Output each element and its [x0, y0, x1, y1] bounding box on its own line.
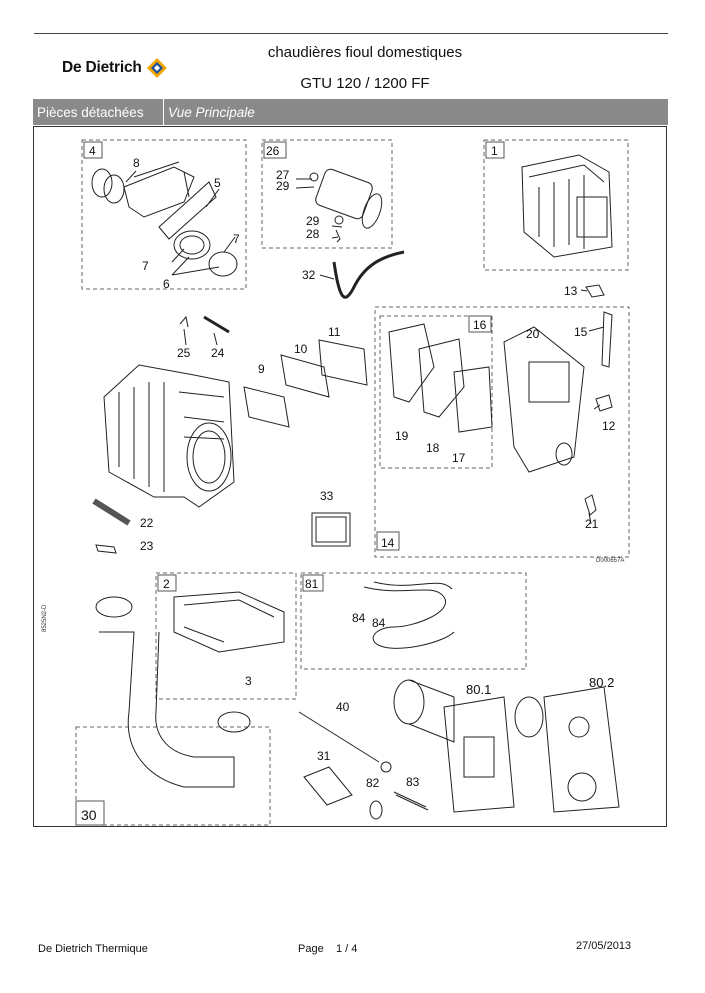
part-drawing-80-2 [514, 686, 620, 813]
part-drawing-16 [388, 323, 493, 433]
cards-9-10-11 [243, 339, 368, 428]
part-drawing-30 [95, 596, 251, 788]
part-drawing-80-1 [393, 679, 515, 813]
group-box-30-frame [75, 726, 271, 826]
part-label-18: 18 [426, 441, 440, 455]
part-label-20: 20 [526, 327, 540, 341]
part-label-7b: 7 [142, 259, 149, 273]
part-label-84b: 84 [372, 616, 386, 630]
part-drawing-21 [584, 494, 597, 516]
document-model: GTU 120 / 1200 FF [300, 75, 430, 92]
page-current: 1 [335, 943, 343, 955]
part-label-28: 28 [306, 227, 320, 241]
part-label-29b: 29 [306, 214, 320, 228]
part-drawing-2 [173, 591, 285, 653]
drawing-reference: D000657A [596, 558, 624, 564]
part-label-80-1: 80.1 [466, 682, 491, 697]
group-box-26 [261, 139, 393, 249]
part-label-22: 22 [140, 516, 154, 530]
exploded-parts-diagram: 4 26 1 16 14 2 81 30 8 5 7 7 6 27 29 29 … [33, 126, 667, 827]
footer-company: De Dietrich Thermique [38, 943, 148, 955]
side-reference: 8525N2-D [42, 604, 48, 632]
header-rule [34, 33, 668, 34]
group-label-1: 1 [491, 144, 498, 158]
footer-pagination: Page 1 / 4 [298, 943, 357, 955]
section-label: Pièces détachées [33, 99, 164, 125]
part-label-6: 6 [163, 277, 170, 291]
brand-logo: De Dietrich [62, 56, 168, 80]
part-label-21: 21 [585, 517, 599, 531]
part-drawing-15 [601, 311, 613, 368]
part-label-8: 8 [133, 156, 140, 170]
part-label-9: 9 [258, 362, 265, 376]
part-label-10: 10 [294, 342, 308, 356]
part-drawing-1 [521, 154, 613, 258]
group-box-16 [379, 315, 493, 469]
group-box-81 [300, 572, 527, 670]
brand-name: De Dietrich [62, 59, 142, 76]
group-box-2 [155, 572, 297, 700]
part-label-23: 23 [140, 539, 154, 553]
part-drawing-26 [309, 168, 383, 243]
group-box-14 [374, 306, 630, 558]
part-label-32: 32 [302, 268, 316, 282]
part-label-13: 13 [564, 284, 578, 298]
parts-drawing: 4 26 1 16 14 2 81 30 8 5 7 7 6 27 29 29 … [42, 139, 630, 826]
part-drawing-40 [298, 711, 380, 763]
part-label-3: 3 [245, 674, 252, 688]
group-boxes [75, 139, 630, 826]
section-bar: Pièces détachées Vue Principale [33, 99, 668, 125]
part-label-80-2: 80.2 [589, 675, 614, 690]
group-label-81: 81 [305, 577, 319, 591]
part-label-27: 27 [276, 168, 290, 182]
page-total: 4 [351, 943, 358, 955]
document-title: chaudières fioul domestiques [267, 44, 463, 61]
part-drawing-12 [595, 394, 613, 412]
footer-date: 27/05/2013 [576, 940, 632, 952]
main-body [103, 364, 235, 508]
part-label-29a: 29 [276, 179, 290, 193]
group-box-4 [81, 139, 247, 290]
part-label-33: 33 [320, 489, 334, 503]
part-label-17: 17 [452, 451, 466, 465]
part-drawing-32 [332, 250, 405, 299]
part-label-83: 83 [406, 775, 420, 789]
part-drawing-31 [303, 766, 353, 806]
part-label-7a: 7 [233, 232, 240, 246]
part-label-19: 19 [395, 429, 409, 443]
part-drawing-13 [585, 284, 605, 298]
part-label-31: 31 [317, 749, 331, 763]
group-label-14: 14 [381, 536, 395, 550]
part-drawing-83 [393, 791, 429, 811]
group-label-26: 26 [266, 144, 280, 158]
page-separator: / [345, 943, 349, 955]
part-drawing-20 [503, 326, 585, 473]
group-label-2: 2 [163, 577, 170, 591]
group-label-30: 30 [81, 807, 97, 823]
group-label-16: 16 [473, 318, 487, 332]
part-drawing-4 [91, 161, 238, 277]
section-view-name: Vue Principale [168, 104, 255, 120]
part-label-40: 40 [336, 700, 350, 714]
group-box-1 [483, 139, 629, 271]
part-label-82: 82 [366, 776, 380, 790]
part-label-24: 24 [211, 346, 225, 360]
part-drawing-82 [369, 800, 383, 820]
part-label-12: 12 [602, 419, 616, 433]
part-label-25: 25 [177, 346, 191, 360]
part-label-5: 5 [214, 176, 221, 190]
part-label-84a: 84 [352, 611, 366, 625]
part-label-11: 11 [328, 325, 341, 339]
part-label-15: 15 [574, 325, 588, 339]
page-label: Page [298, 943, 324, 955]
brand-diamond-icon [146, 58, 167, 78]
group-label-4: 4 [89, 144, 96, 158]
